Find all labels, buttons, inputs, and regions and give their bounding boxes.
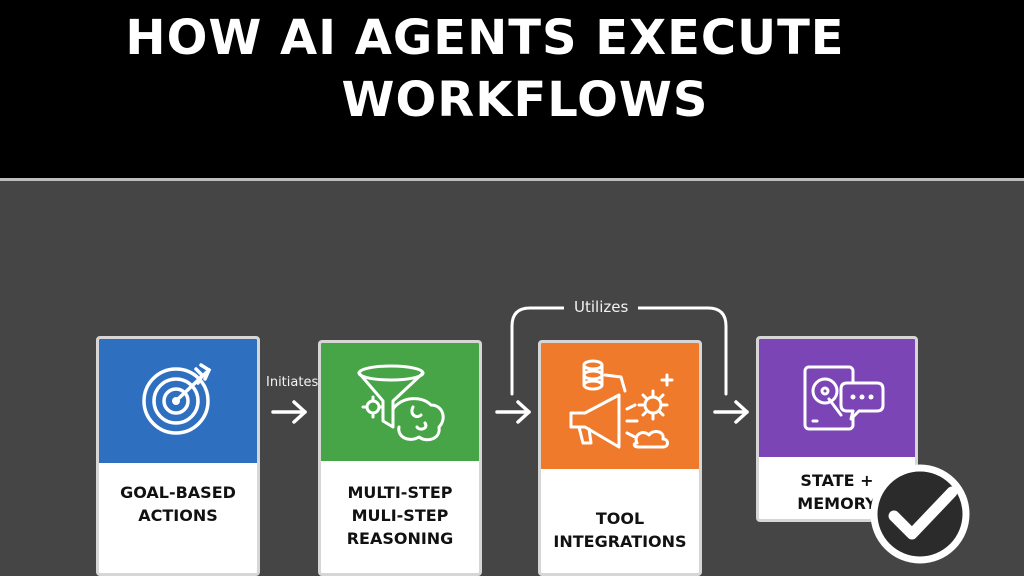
step-label-line: MULTI-STEP bbox=[347, 483, 453, 502]
step-label-line: TOOL bbox=[595, 509, 645, 528]
step-card-tool-integrations: TOOL INTEGRATIONS bbox=[538, 340, 702, 576]
step-card-multi-step-reasoning: MULTI-STEP MULI-STEP REASONING bbox=[318, 340, 482, 576]
step-card-header bbox=[541, 343, 699, 469]
header-divider bbox=[0, 178, 1024, 181]
step-card-header bbox=[321, 343, 479, 461]
step-label-line: INTEGRATIONS bbox=[553, 532, 687, 551]
funnel-brain-icon bbox=[321, 343, 479, 461]
arrow-right-icon bbox=[713, 400, 749, 424]
step-card-goal-based-actions: GOAL-BASED ACTIONS bbox=[96, 336, 260, 576]
step-card-header bbox=[759, 339, 915, 457]
step-label-line: MEMORY bbox=[797, 494, 877, 513]
connector-label-utilizes: Utilizes bbox=[564, 298, 639, 316]
megaphone-tools-icon bbox=[541, 343, 699, 469]
step-label-line: REASONING bbox=[346, 529, 454, 548]
step-label-line: ACTIONS bbox=[138, 506, 218, 525]
target-icon bbox=[99, 339, 257, 463]
arrow-right-icon bbox=[271, 400, 307, 424]
checkmark-icon bbox=[870, 464, 970, 564]
hard-drive-chat-icon bbox=[759, 339, 915, 457]
page-title-line-2: WORKFLOWS bbox=[341, 72, 709, 128]
connector-label-initiates: Initiates bbox=[266, 375, 319, 390]
step-label-line: MULI-STEP bbox=[351, 506, 449, 525]
step-label-line: GOAL-BASED bbox=[120, 483, 236, 502]
step-label-line: STATE + bbox=[800, 471, 874, 490]
header-banner: HOW AI AGENTS EXECUTE WORKFLOWS bbox=[0, 0, 1024, 178]
step-card-header bbox=[99, 339, 257, 463]
page-title-line-1: HOW AI AGENTS EXECUTE bbox=[125, 10, 845, 66]
arrow-right-icon bbox=[495, 400, 531, 424]
